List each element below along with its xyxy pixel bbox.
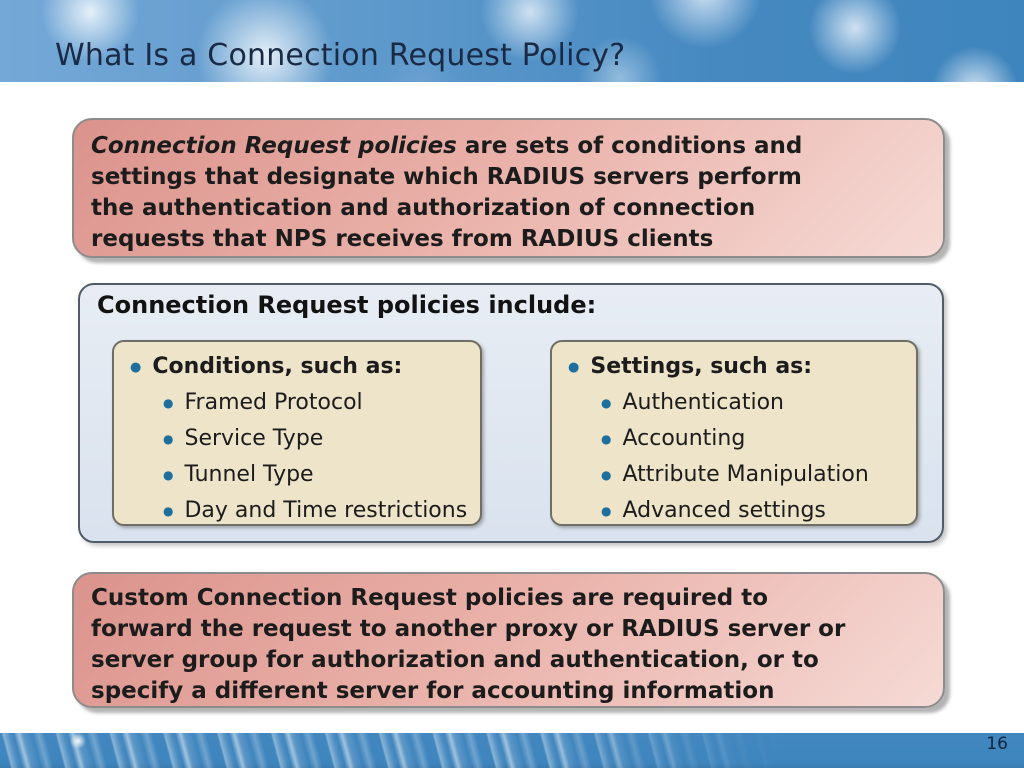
definition-callout: Connection Request policies are sets of …: [72, 118, 945, 258]
callout-line: Connection Request policies are sets of …: [91, 131, 927, 162]
include-box: Connection Request policies include: ● C…: [78, 283, 944, 543]
callout-line: server group for authorization and authe…: [91, 647, 819, 673]
callout-lead-text: Connection Request policies: [91, 133, 457, 159]
settings-heading-row: ● Settings, such as:: [568, 354, 916, 379]
callout-line: Custom Connection Request policies are r…: [91, 585, 769, 611]
callout-line: requests that NPS receives from RADIUS c…: [91, 226, 714, 252]
include-box-heading: Connection Request policies include:: [97, 291, 597, 319]
list-item: ● Attribute Manipulation: [601, 462, 916, 487]
bullet-icon: ●: [163, 432, 174, 446]
bullet-icon: ●: [163, 468, 174, 482]
callout-line: settings that designate which RADIUS ser…: [91, 164, 802, 190]
list-item: ● Service Type: [163, 426, 480, 451]
conditions-heading: Conditions, such as:: [152, 354, 403, 379]
slide-title: What Is a Connection Request Policy?: [55, 38, 626, 73]
callout-text: are sets of conditions and: [456, 133, 803, 159]
list-item: ● Tunnel Type: [163, 462, 480, 487]
conditions-heading-row: ● Conditions, such as:: [130, 354, 480, 379]
custom-policy-callout: Custom Connection Request policies are r…: [72, 572, 945, 708]
conditions-box: ● Conditions, such as: ● Framed Protocol…: [112, 340, 482, 526]
header-band: What Is a Connection Request Policy?: [0, 0, 1024, 82]
list-item: ● Framed Protocol: [163, 390, 480, 415]
list-item: ● Accounting: [601, 426, 916, 451]
settings-heading: Settings, such as:: [590, 354, 813, 379]
bullet-icon: ●: [601, 396, 612, 410]
bullet-icon: ●: [163, 396, 174, 410]
list-item-label: Advanced settings: [622, 498, 826, 523]
list-item: ● Advanced settings: [601, 498, 916, 523]
list-item-label: Framed Protocol: [184, 390, 363, 415]
callout-line: the authentication and authorization of …: [91, 195, 756, 221]
bullet-icon: ●: [601, 468, 612, 482]
list-item-label: Tunnel Type: [184, 462, 314, 487]
bullet-icon: ●: [130, 360, 142, 375]
bullet-icon: ●: [568, 360, 580, 375]
callout-line: specify a different server for accountin…: [91, 678, 775, 704]
footer-streaks-decoration: [0, 733, 780, 768]
list-item: ● Authentication: [601, 390, 916, 415]
list-item-label: Service Type: [184, 426, 324, 451]
list-item-label: Attribute Manipulation: [622, 462, 869, 487]
page-number: 16: [986, 734, 1008, 754]
list-item: ● Day and Time restrictions: [163, 498, 480, 523]
footer-band: 16: [0, 733, 1024, 768]
settings-box: ● Settings, such as: ● Authentication ● …: [550, 340, 918, 526]
list-item-label: Day and Time restrictions: [184, 498, 468, 523]
bullet-icon: ●: [163, 504, 174, 518]
bullet-icon: ●: [601, 504, 612, 518]
list-item-label: Authentication: [622, 390, 784, 415]
list-item-label: Accounting: [622, 426, 746, 451]
callout-line: forward the request to another proxy or …: [91, 616, 846, 642]
bullet-icon: ●: [601, 432, 612, 446]
